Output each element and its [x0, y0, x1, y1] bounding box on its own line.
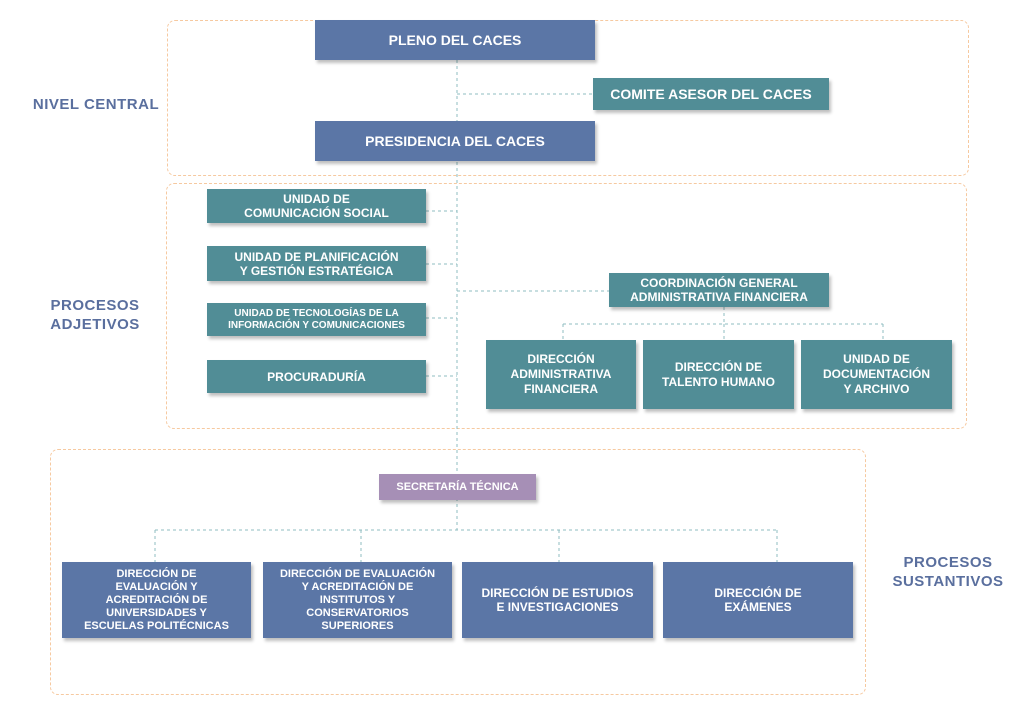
node-coordinacion: COORDINACIÓN GENERAL ADMINISTRATIVA FINA… [609, 273, 829, 307]
node-planificacion: UNIDAD DE PLANIFICACIÓN Y GESTIÓN ESTRAT… [207, 246, 426, 281]
label-procesos-sustantivos: PROCESOS SUSTANTIVOS [892, 554, 1004, 590]
node-dir-institutos: DIRECCIÓN DE EVALUACIÓN Y ACREDITACIÓN D… [263, 562, 452, 638]
region-procesos-sustantivos [50, 449, 866, 695]
label-nivel-central: NIVEL CENTRAL [32, 96, 160, 113]
node-dir-talento: DIRECCIÓN DE TALENTO HUMANO [643, 340, 794, 409]
node-presidencia: PRESIDENCIA DEL CACES [315, 121, 595, 161]
node-dir-administrativa: DIRECCIÓN ADMINISTRATIVA FINANCIERA [486, 340, 636, 409]
node-secretaria: SECRETARÍA TÉCNICA [379, 474, 536, 500]
node-tecnologias: UNIDAD DE TECNOLOGÍAS DE LA INFORMACIÓN … [207, 303, 426, 336]
node-comite: COMITE ASESOR DEL CACES [593, 78, 829, 110]
node-dir-examenes: DIRECCIÓN DE EXÁMENES [663, 562, 853, 638]
node-unidad-documentacion: UNIDAD DE DOCUMENTACIÓN Y ARCHIVO [801, 340, 952, 409]
node-dir-estudios: DIRECCIÓN DE ESTUDIOS E INVESTIGACIONES [462, 562, 653, 638]
node-pleno: PLENO DEL CACES [315, 20, 595, 60]
node-procuraduria: PROCURADURÍA [207, 360, 426, 393]
label-procesos-adjetivos: PROCESOS ADJETIVOS [50, 297, 140, 333]
node-dir-universidades: DIRECCIÓN DE EVALUACIÓN Y ACREDITACIÓN D… [62, 562, 251, 638]
region-procesos-adjetivos [166, 183, 967, 429]
node-comunicacion: UNIDAD DE COMUNICACIÓN SOCIAL [207, 189, 426, 223]
